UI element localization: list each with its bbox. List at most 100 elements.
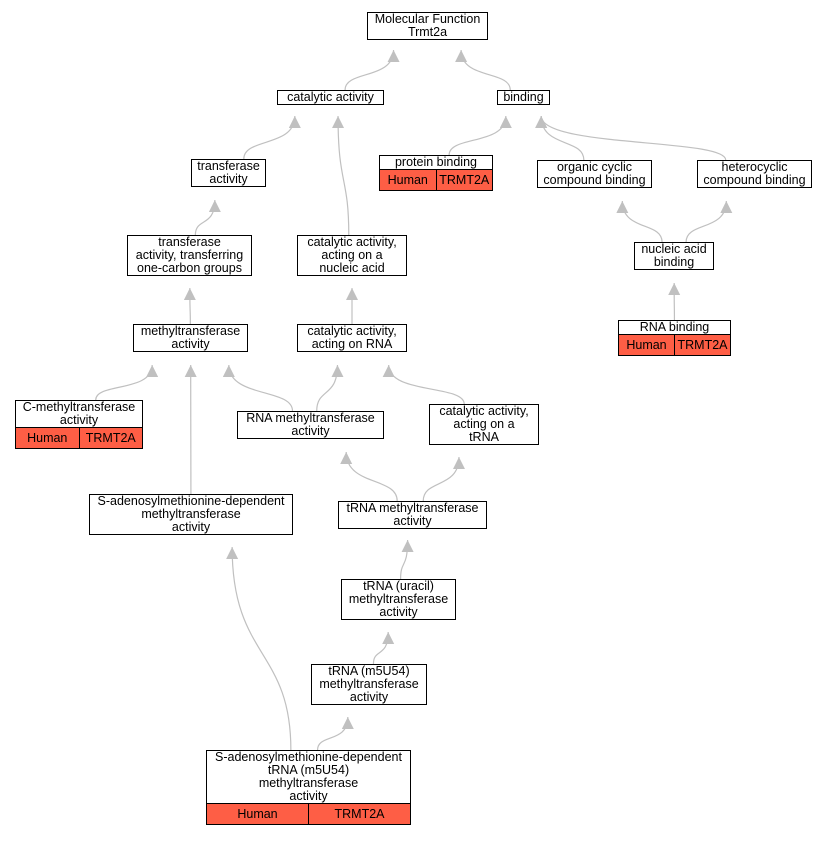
term-label-line: acting on a <box>321 248 383 262</box>
annotation-gene: TRMT2A <box>78 428 143 448</box>
term-label-line: methyltransferase <box>141 507 241 521</box>
edge-catalytic-to-mf <box>344 49 400 91</box>
term-label-line: activity <box>171 520 211 534</box>
term-label-line: protein binding <box>394 155 477 169</box>
term-label-line: C-methyltransferase <box>22 400 136 414</box>
term-label-line: methyltransferase <box>348 592 449 606</box>
term-label-line: tRNA (uracil) <box>363 579 434 593</box>
go-term-binding[interactable]: binding <box>497 90 550 105</box>
term-label-line: activity <box>393 514 432 528</box>
term-label-line: catalytic activity <box>287 90 374 104</box>
term-label: RNA binding <box>619 321 730 334</box>
edge-rna-methyl-to-methyltransferase <box>222 364 294 412</box>
edge-trna-methyl-to-cat-trna <box>422 456 465 502</box>
edge-organic-cyclic-to-binding <box>535 115 585 161</box>
term-label: binding <box>498 91 549 104</box>
term-label-line: activity <box>289 789 328 803</box>
term-label-line: transferase <box>197 159 260 173</box>
go-term-cat-rna[interactable]: catalytic activity,acting on RNA <box>297 324 407 352</box>
term-label: catalytic activity,acting on RNA <box>298 325 406 351</box>
edge-transferase-to-catalytic <box>243 115 301 160</box>
term-label-line: methyltransferase <box>258 776 359 790</box>
term-label-line: methyltransferase <box>319 677 419 691</box>
annotation-gene: TRMT2A <box>308 804 410 824</box>
edge-sam-trna-m5u54-to-sam-methyl <box>226 546 292 751</box>
edge-methyltransferase-to-transferase-one-carbon <box>183 287 196 325</box>
term-label-line: catalytic activity, <box>439 404 529 418</box>
term-label-line: RNA binding <box>639 320 710 334</box>
term-label-line: binding <box>653 255 695 269</box>
term-label-line: acting on a <box>453 417 515 431</box>
term-label-line: S-adenosylmethionine-dependent <box>215 750 402 764</box>
edge-transferase-one-carbon-to-transferase <box>194 199 221 236</box>
annotation-species: Human <box>237 806 278 821</box>
term-label-line: activity, transferring <box>135 248 244 262</box>
term-label-line: RNA methyltransferase <box>246 411 375 425</box>
term-label-line: Trmt2a <box>407 25 448 39</box>
term-label-line: acting on RNA <box>311 337 393 351</box>
edge-trna-m5u54-to-trna-uracil <box>372 631 395 665</box>
term-label-line: activity <box>379 605 418 619</box>
term-label-line: compound binding <box>703 173 806 187</box>
edge-nucleic-binding-to-organic-cyclic <box>616 200 663 243</box>
go-term-catalytic[interactable]: catalytic activity <box>277 90 384 105</box>
annotation-gene: TRMT2A <box>674 335 730 355</box>
edge-cat-trna-to-cat-rna <box>382 364 465 405</box>
term-label-line: binding <box>503 90 544 104</box>
term-label-line: nucleic acid <box>641 242 707 256</box>
term-label-line: methyltransferase <box>140 324 241 338</box>
term-label-line: tRNA (m5U54) <box>328 664 410 678</box>
term-label-line: heterocyclic <box>721 160 788 174</box>
term-label-line: activity <box>171 337 210 351</box>
term-label-line: organic cyclic <box>556 160 633 174</box>
term-label-line: S-adenosylmethionine-dependent <box>97 494 285 508</box>
edge-layer <box>95 49 733 751</box>
term-label-line: activity <box>349 690 389 704</box>
edge-c-methyl-to-methyltransferase <box>95 364 159 401</box>
annotation-species: Human <box>387 172 428 187</box>
term-label-line: transferase <box>158 235 221 249</box>
annotation-species: Human <box>27 430 68 445</box>
term-label-line: activity <box>59 413 99 427</box>
term-label: protein binding <box>380 156 492 169</box>
edge-rna-methyl-to-cat-rna <box>316 364 344 412</box>
term-label-line: catalytic activity, <box>307 235 397 249</box>
edge-sam-trna-m5u54-to-trna-m5u54 <box>316 716 354 751</box>
term-label: catalytic activity <box>278 91 383 104</box>
edge-nucleic-binding-to-heterocyclic <box>685 200 733 243</box>
edge-binding-to-mf <box>455 49 511 91</box>
edge-trna-uracil-to-trna-methyl <box>400 539 414 580</box>
term-label-line: activity <box>209 172 248 186</box>
